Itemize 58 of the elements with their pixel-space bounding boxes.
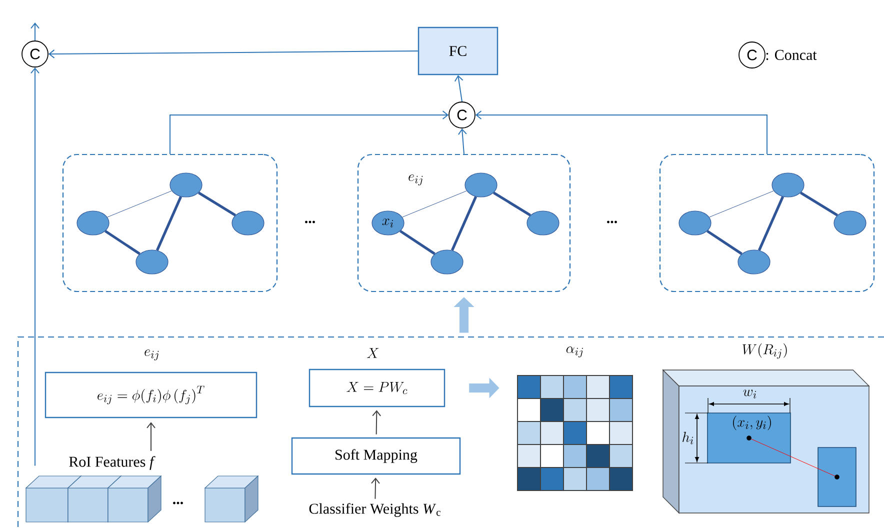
heading: $X$ [366, 348, 379, 358]
arrow [170, 110, 449, 154]
input-label: RoI Features f [69, 456, 156, 470]
heading: $W(R_{ij})$ [742, 343, 787, 359]
edge-label: $e_{ij}$ [408, 174, 423, 186]
ellipsis: ... [305, 220, 315, 224]
graph-node [772, 172, 804, 198]
arrow [372, 410, 382, 435]
graph-edge [800, 192, 838, 216]
graph-node [526, 210, 560, 236]
dashed-region [17, 336, 884, 529]
graph-node [464, 172, 498, 198]
graph-node [738, 250, 770, 274]
graph-edge [709, 190, 774, 218]
graph-node [232, 210, 264, 236]
connector-line [790, 456, 818, 469]
formula-box: $X = PW_c$ [308, 368, 446, 408]
graph-edge [706, 230, 742, 255]
arrow [454, 75, 464, 102]
graph-panel [62, 154, 278, 292]
graph-node [136, 250, 168, 274]
graph-node [834, 210, 866, 236]
arrow [30, 22, 40, 42]
heading: $e_{ij}$ [144, 350, 159, 360]
arrow [30, 67, 40, 466]
graph-node [76, 210, 110, 236]
formula-box: $e_{ij} = \phi(f_i)\phi\left(f_j\right)^T$ [44, 372, 258, 418]
arrow [371, 478, 380, 500]
coordinate-label: $(x_i, y_i)$ [733, 416, 771, 430]
graph-node [170, 172, 202, 198]
graph-edge [104, 230, 140, 255]
graph-node [678, 210, 712, 236]
graph-edge [492, 192, 532, 216]
graph-edge [758, 196, 784, 251]
graph-node: $x_i$ [372, 210, 404, 236]
graph-edge [156, 196, 182, 251]
ellipsis: ... [607, 220, 617, 224]
dimension-label: $h_i$ [682, 432, 694, 444]
dimension-label: $w_i$ [743, 390, 756, 398]
ellipsis: ... [173, 502, 183, 504]
arrow [146, 422, 156, 452]
graph-edge [402, 190, 467, 218]
graph-panel [357, 154, 571, 292]
region-rect [818, 447, 856, 507]
graph-edge [400, 230, 436, 255]
arrow [458, 128, 467, 154]
graph-panel [659, 154, 875, 292]
graph-edge [198, 192, 236, 216]
process-box: Soft Mapping [291, 437, 461, 475]
graph-edge [107, 190, 172, 218]
graph-node [430, 250, 464, 274]
arrow [475, 110, 768, 154]
input-label: Classifier Weights W$_{c}$ [309, 503, 440, 517]
arrow [48, 49, 418, 58]
graph-edge [450, 196, 478, 251]
legend-text: : Concat [766, 50, 817, 60]
process-box: FC [418, 26, 498, 76]
heading: $\alpha_{ij}$ [566, 346, 583, 358]
